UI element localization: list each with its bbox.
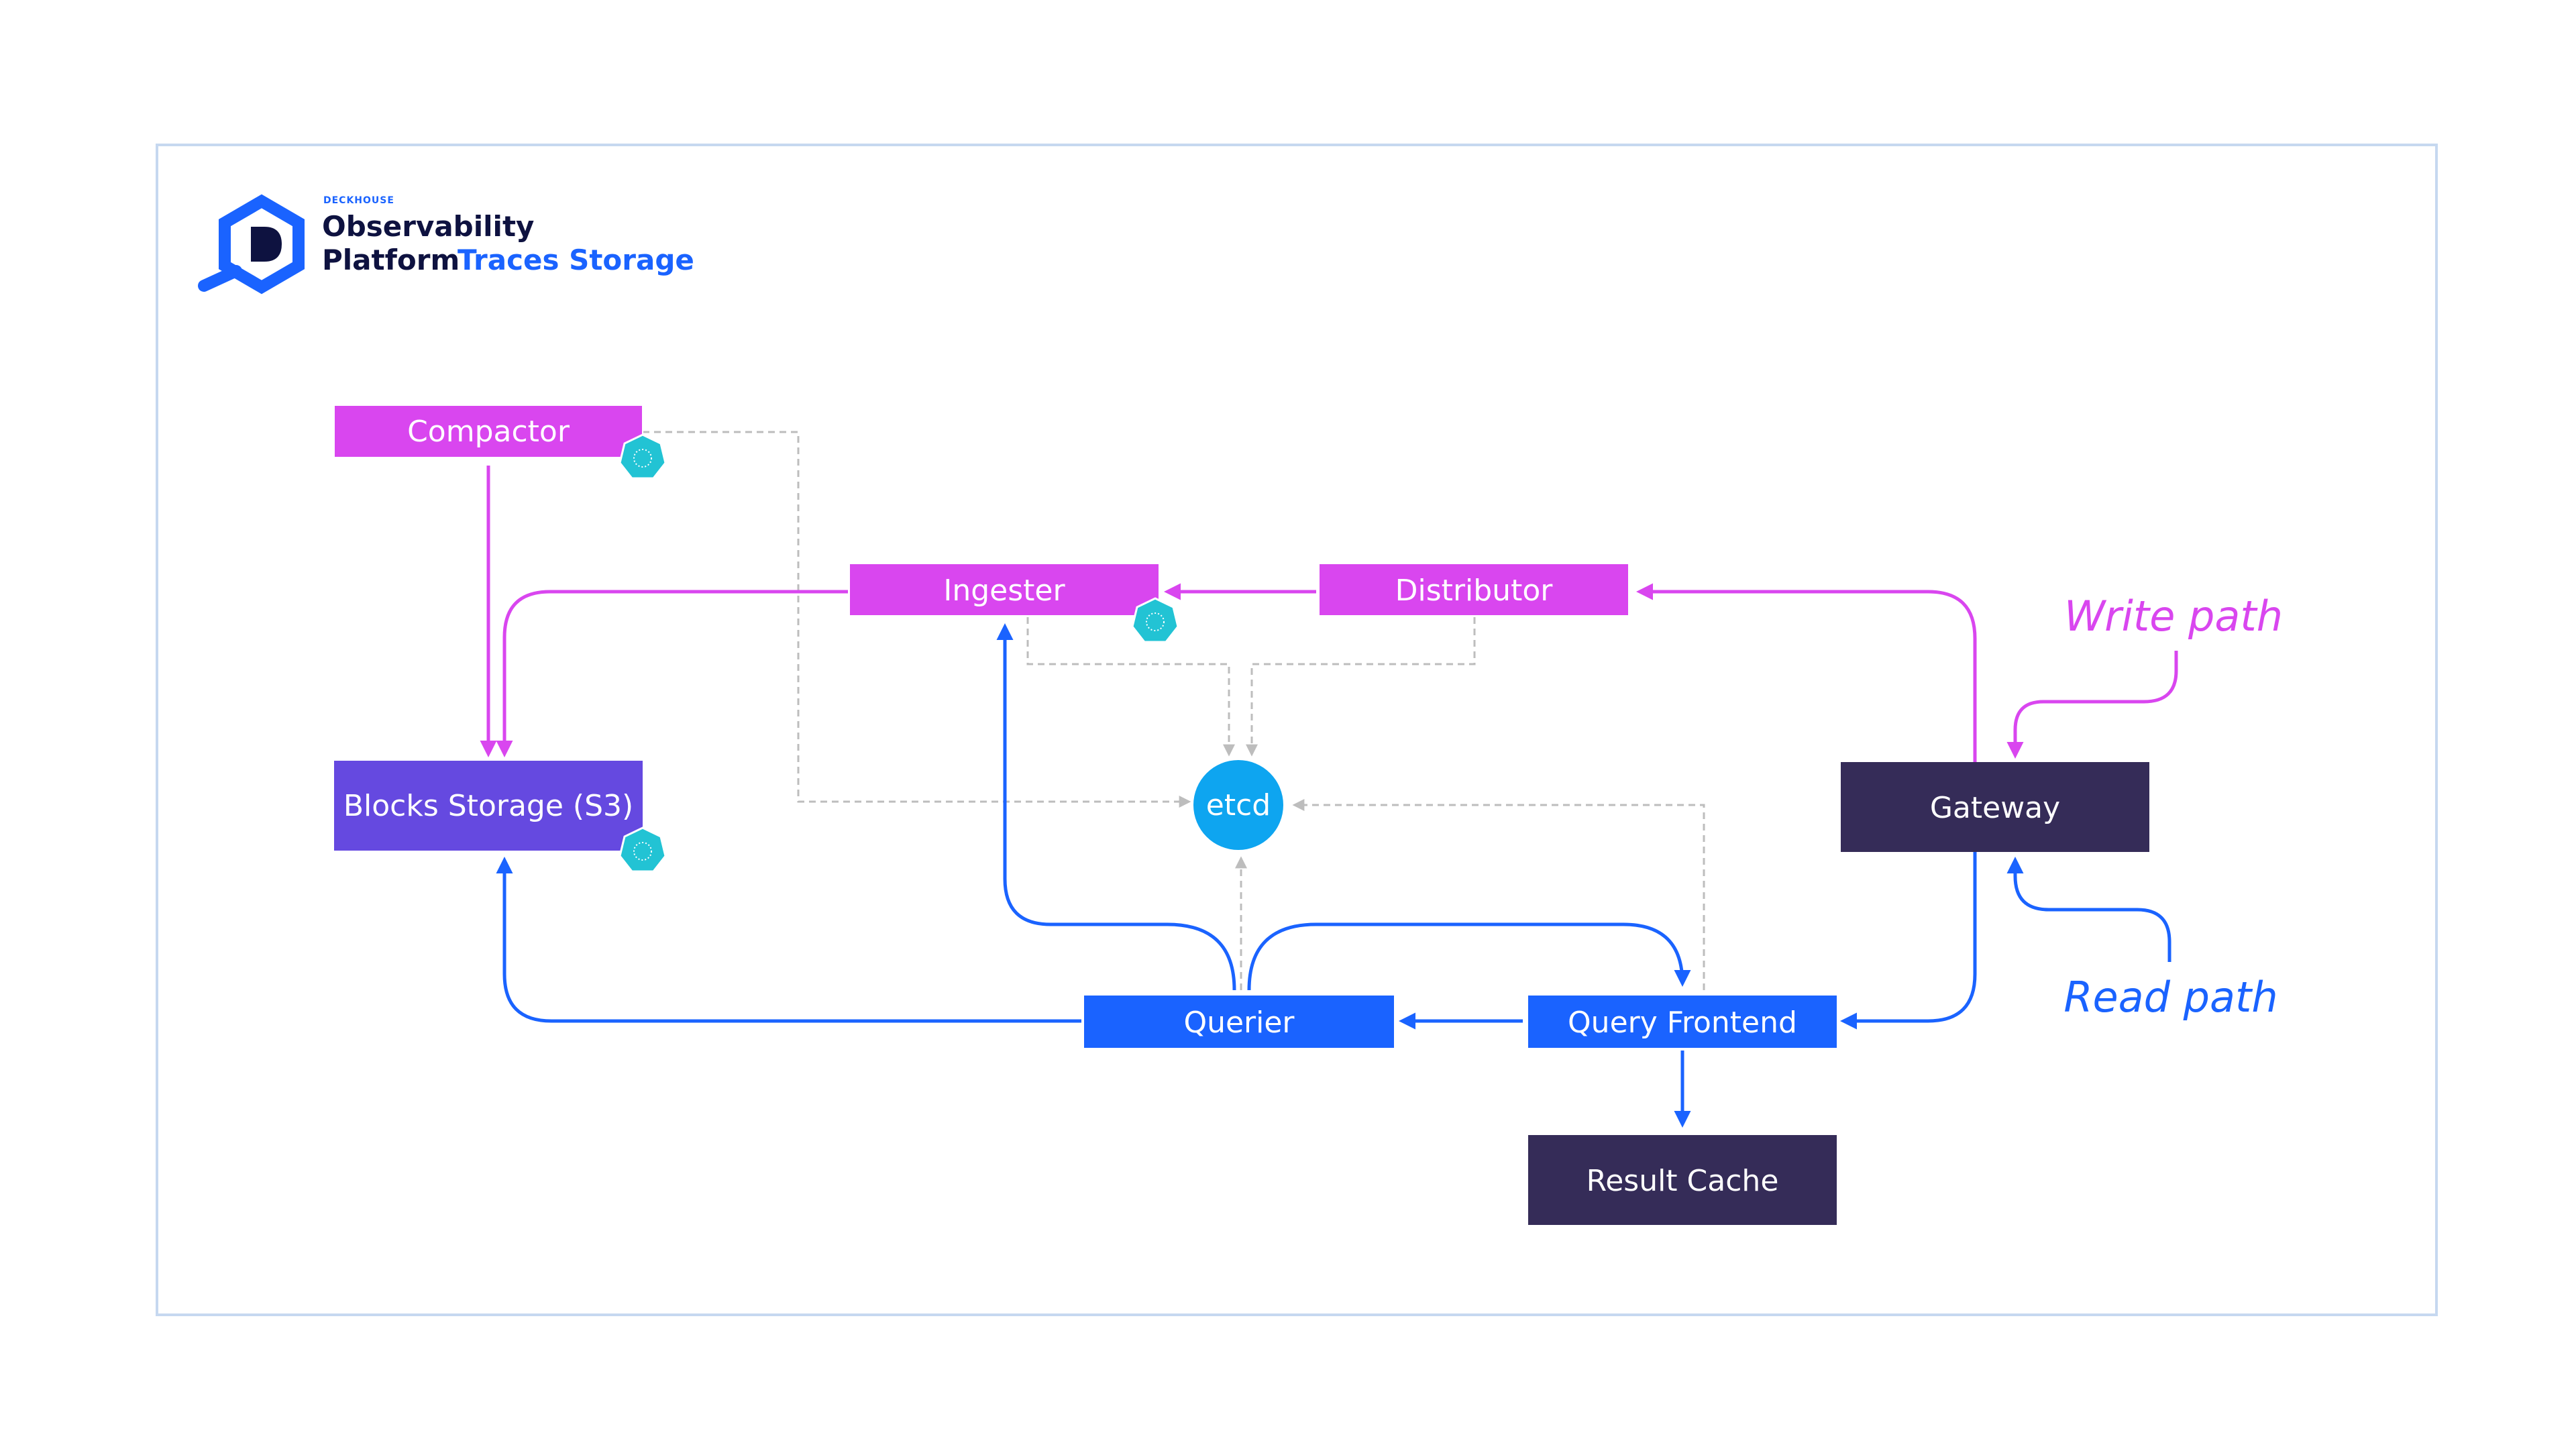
- node-distributor[interactable]: Distributor: [1318, 563, 1629, 616]
- k8s-badge-storage-icon: [619, 826, 667, 873]
- connector-queryfrontend-etcd: [1292, 799, 1705, 990]
- etcd-connectors: [643, 431, 1705, 990]
- k8s-badge-compactor-icon: [619, 433, 667, 480]
- diagram-frame: [156, 144, 2438, 1316]
- node-ingester-label: Ingester: [943, 574, 1065, 608]
- logo-title-line2: Platform: [322, 244, 460, 276]
- node-result-cache-label: Result Cache: [1587, 1164, 1779, 1198]
- connector-ingester-etcd: [1026, 617, 1235, 757]
- arrow-querier-ingester: [996, 623, 1236, 991]
- node-result-cache[interactable]: Result Cache: [1528, 1135, 1837, 1225]
- node-query-frontend-label: Query Frontend: [1568, 1006, 1797, 1040]
- node-query-frontend[interactable]: Query Frontend: [1528, 996, 1837, 1048]
- write-path-label: Write path: [2064, 592, 2283, 641]
- node-compactor-label: Compactor: [407, 415, 570, 449]
- node-querier[interactable]: Querier: [1084, 996, 1394, 1048]
- k8s-badge-ingester-icon: [1131, 597, 1179, 643]
- read-path-label: Read path: [2063, 973, 2277, 1022]
- deckhouse-logo-icon: [198, 194, 305, 294]
- node-gateway[interactable]: Gateway: [1841, 762, 2149, 852]
- node-gateway-label: Gateway: [1930, 791, 2060, 825]
- arrow-write-path-label: [2006, 651, 2178, 759]
- connector-distributor-etcd: [1246, 617, 1476, 757]
- arrow-querier-queryfrontend: [1247, 922, 1691, 991]
- write-path-arrows: [480, 466, 2178, 762]
- node-distributor-label: Distributor: [1395, 574, 1554, 608]
- logo: DECKHOUSE Observability Platform Traces …: [198, 194, 694, 294]
- connector-compactor-etcd: [643, 431, 1191, 808]
- node-blocks-storage-label: Blocks Storage (S3): [343, 789, 633, 823]
- node-blocks-storage[interactable]: Blocks Storage (S3): [334, 761, 643, 851]
- arrow-gateway-queryfrontend: [1840, 852, 1977, 1030]
- node-compactor[interactable]: Compactor: [333, 405, 643, 458]
- node-etcd-label: etcd: [1206, 788, 1271, 822]
- arrow-gateway-distributor: [1636, 583, 1977, 762]
- logo-brand-small: DECKHOUSE: [323, 195, 394, 206]
- arrow-read-path-label: [2006, 857, 2171, 962]
- logo-title-accent: Traces Storage: [458, 244, 694, 276]
- arrow-querier-storage: [496, 857, 1081, 1023]
- node-etcd[interactable]: etcd: [1193, 760, 1283, 850]
- node-querier-label: Querier: [1183, 1006, 1295, 1040]
- logo-title-line1: Observability: [322, 210, 534, 243]
- read-path-arrows: [496, 623, 2171, 1128]
- node-ingester[interactable]: Ingester: [849, 563, 1160, 616]
- arrow-ingester-storage: [496, 590, 848, 757]
